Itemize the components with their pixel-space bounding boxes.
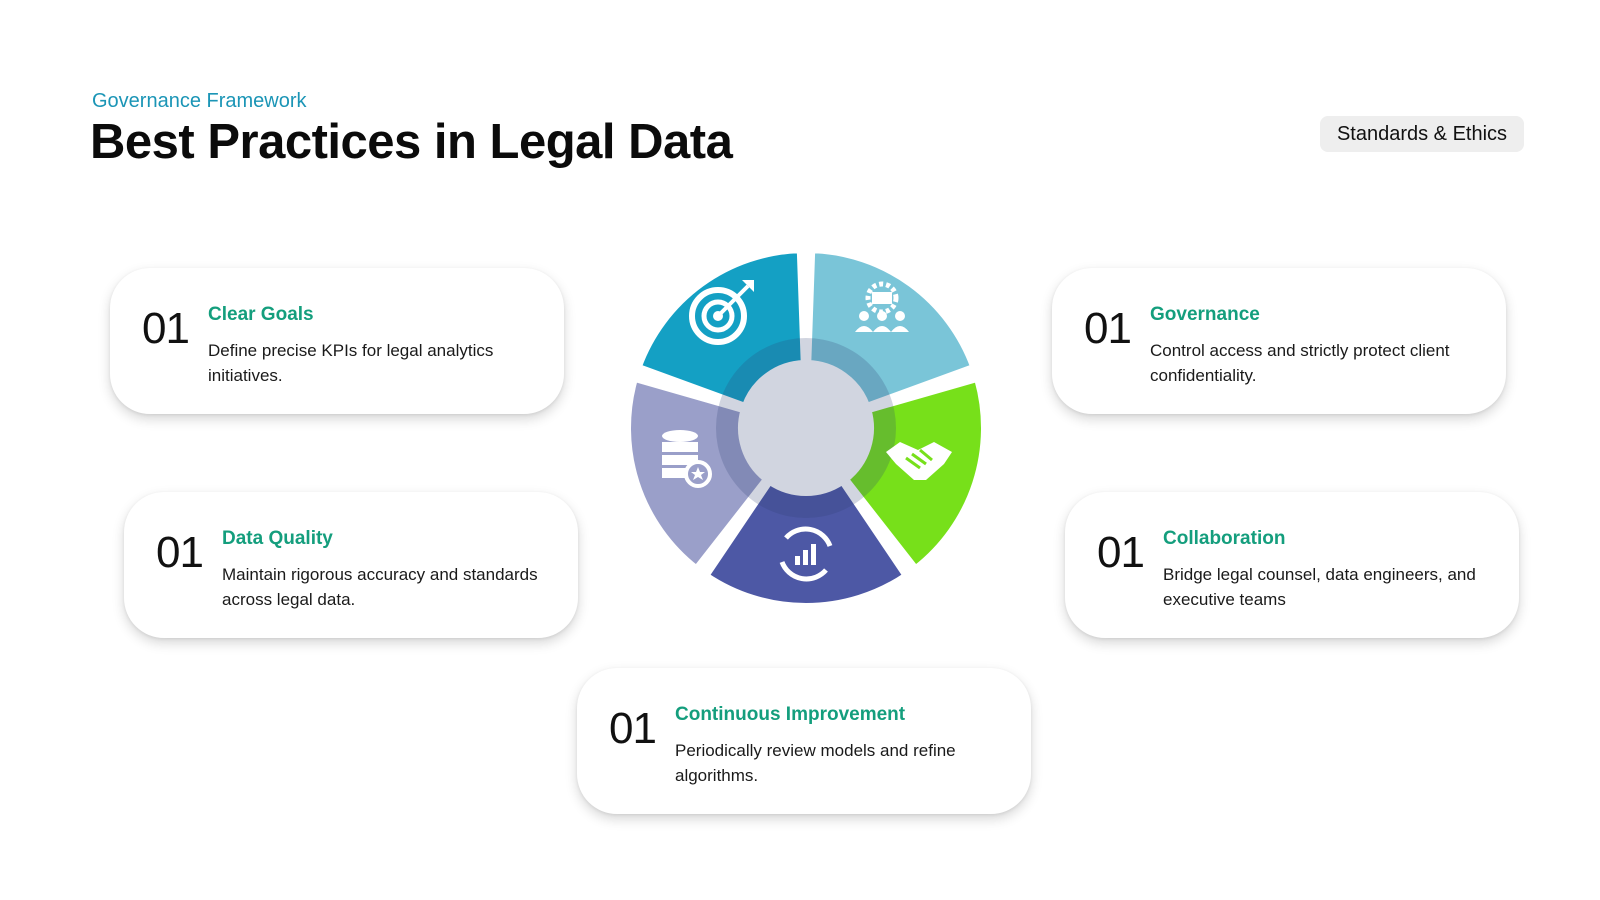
card-collaboration: 01 Collaboration Bridge legal counsel, d… [1065, 492, 1519, 638]
wheel-segment-improvement [703, 478, 909, 609]
chart-cycle-icon [779, 526, 833, 582]
card-number: 01 [1097, 528, 1145, 577]
card-description: Bridge legal counsel, data engineers, an… [1163, 565, 1476, 609]
section-kicker: Governance Framework [92, 90, 307, 112]
card-description: Periodically review models and refine al… [675, 741, 956, 785]
card-title: Governance [1150, 304, 1260, 325]
card-description: Define precise KPIs for legal analytics … [208, 341, 494, 385]
card-title: Collaboration [1163, 528, 1286, 549]
page-title: Best Practices in Legal Data [90, 115, 733, 169]
card-title: Continuous Improvement [675, 704, 906, 725]
card-title: Data Quality [222, 528, 333, 549]
card-description: Control access and strictly protect clie… [1150, 341, 1450, 385]
card-number: 01 [609, 704, 657, 753]
card-governance: 01 Governance Control access and strictl… [1052, 268, 1506, 414]
team-gear-icon [855, 281, 909, 332]
card-number: 01 [1084, 304, 1132, 353]
standards-tag: Standards & Ethics [1320, 116, 1524, 152]
card-number: 01 [156, 528, 204, 577]
wheel-hub [716, 338, 896, 518]
handshake-icon [886, 442, 952, 480]
card-clear-goals: 01 Clear Goals Define precise KPIs for l… [110, 268, 564, 414]
database-badge-icon [662, 430, 712, 488]
wheel-segment-governance [805, 247, 977, 409]
card-number: 01 [142, 304, 190, 353]
card-description: Maintain rigorous accuracy and standards… [222, 565, 538, 609]
card-title: Clear Goals [208, 304, 314, 325]
card-continuous-improvement: 01 Continuous Improvement Periodically r… [577, 668, 1031, 814]
card-data-quality: 01 Data Quality Maintain rigorous accura… [124, 492, 578, 638]
target-icon [689, 280, 754, 345]
